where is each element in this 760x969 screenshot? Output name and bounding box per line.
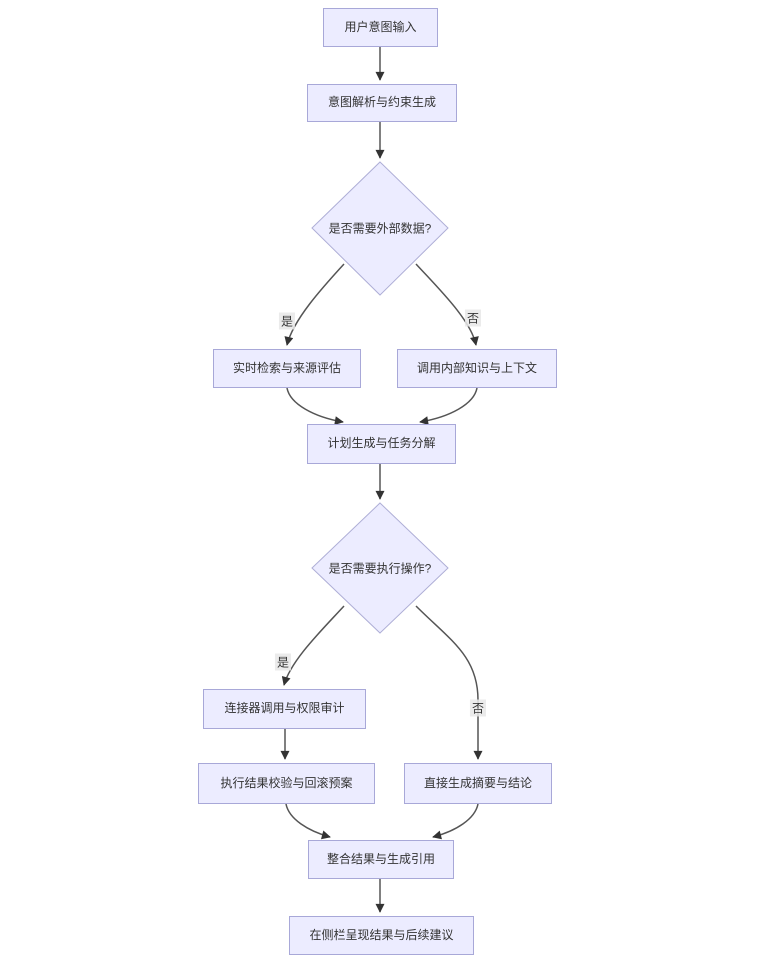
decision-diamond-external-data bbox=[311, 161, 449, 296]
edge-label-no-1: 否 bbox=[464, 309, 482, 327]
edge-label-no-2: 否 bbox=[469, 699, 487, 717]
flow-node-user-intent-input: 用户意图输入 bbox=[323, 8, 438, 47]
edge-d1-n4-no bbox=[415, 263, 479, 346]
flow-node-direct-summary: 直接生成摘要与结论 bbox=[404, 763, 552, 804]
edge-d1-n3-yes bbox=[284, 263, 345, 346]
flow-node-connector-invocation: 连接器调用与权限审计 bbox=[203, 689, 366, 729]
decision-label-external-data: 是否需要外部数据? bbox=[328, 221, 432, 236]
edge-label-yes-2: 是 bbox=[274, 653, 292, 671]
flow-node-internal-knowledge: 调用内部知识与上下文 bbox=[397, 349, 557, 388]
flow-node-plan-generation: 计划生成与任务分解 bbox=[307, 424, 456, 464]
flow-node-realtime-retrieval: 实时检索与来源评估 bbox=[213, 349, 361, 388]
edge-n8-n9 bbox=[432, 803, 479, 840]
flow-node-sidebar-presentation: 在侧栏呈现结果与后续建议 bbox=[289, 916, 474, 955]
flow-node-intent-parsing: 意图解析与约束生成 bbox=[307, 84, 457, 122]
edge-n7-n9 bbox=[285, 803, 331, 840]
edge-n4-n5 bbox=[419, 387, 478, 426]
edge-d2-n6-yes bbox=[281, 605, 345, 686]
edge-n3-n5 bbox=[286, 387, 344, 426]
decision-label-execute-action: 是否需要执行操作? bbox=[328, 561, 432, 576]
flow-node-integrate-results: 整合结果与生成引用 bbox=[308, 840, 454, 879]
decision-diamond-execute-action bbox=[311, 502, 449, 634]
flow-node-result-verification: 执行结果校验与回滚预案 bbox=[198, 763, 375, 804]
edge-d2-n8-no bbox=[415, 605, 483, 760]
edge-label-yes-1: 是 bbox=[278, 312, 296, 330]
